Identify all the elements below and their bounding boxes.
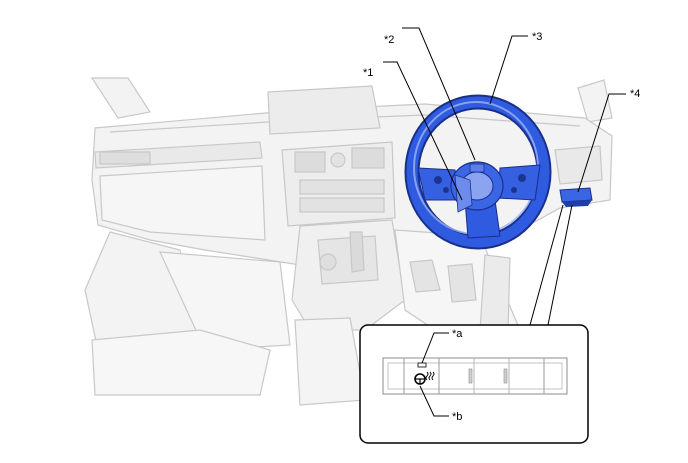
callout-3: *3 xyxy=(532,31,542,43)
callout-4: *4 xyxy=(630,88,640,100)
callout-1: *1 xyxy=(363,67,373,79)
callout-a: *a xyxy=(452,328,463,340)
callout-b: *b xyxy=(452,411,462,423)
heated-steering-wheel-icon xyxy=(414,371,435,385)
indicator-lamp xyxy=(417,362,427,368)
heater-switch-module xyxy=(559,187,593,207)
leader-lines xyxy=(383,27,626,326)
inset-detail: *a *b xyxy=(359,324,589,444)
steering-wheel xyxy=(404,94,552,250)
callout-2: *2 xyxy=(384,34,394,46)
